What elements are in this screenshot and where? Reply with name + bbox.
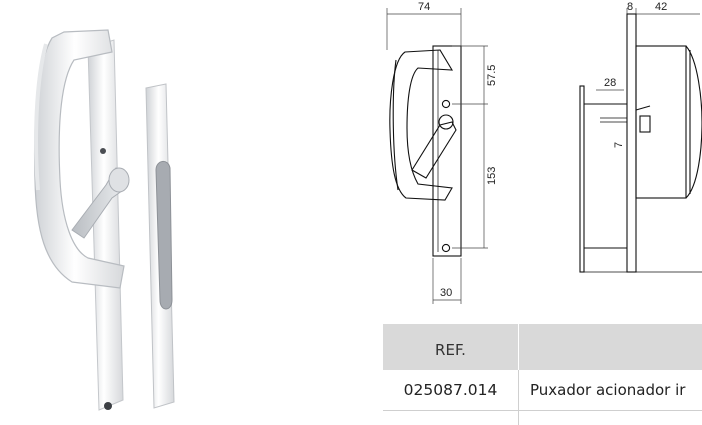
product-photo bbox=[33, 29, 175, 411]
dim-28: 28 bbox=[604, 77, 616, 89]
dim-7: 7 bbox=[613, 142, 625, 148]
dim-30: 30 bbox=[440, 287, 452, 299]
column-separator bbox=[518, 370, 519, 425]
handle-grip bbox=[33, 29, 125, 289]
dimension-labels: 74 57.5 153 30 8 42 28 7 bbox=[418, 1, 667, 299]
dim-74: 74 bbox=[418, 1, 430, 13]
reference-table: REF. 025087.014 Puxador acionador ir bbox=[383, 324, 702, 425]
dim-153: 153 bbox=[486, 167, 498, 185]
header-ref: REF. bbox=[435, 341, 466, 359]
header-separator bbox=[518, 324, 519, 370]
dim-42: 42 bbox=[655, 1, 667, 13]
front-view bbox=[386, 8, 488, 304]
table-header: REF. bbox=[383, 324, 702, 370]
cell-description: Puxador acionador ir bbox=[530, 381, 686, 399]
side-view bbox=[579, 8, 702, 273]
handle-lever bbox=[71, 167, 130, 239]
strike-plate bbox=[145, 83, 175, 409]
dim-8: 8 bbox=[627, 1, 633, 13]
dim-57-5: 57.5 bbox=[486, 65, 498, 86]
technical-drawing: 74 57.5 153 30 8 42 28 7 bbox=[386, 1, 702, 304]
cell-ref: 025087.014 bbox=[403, 381, 498, 399]
row-divider bbox=[383, 410, 702, 411]
